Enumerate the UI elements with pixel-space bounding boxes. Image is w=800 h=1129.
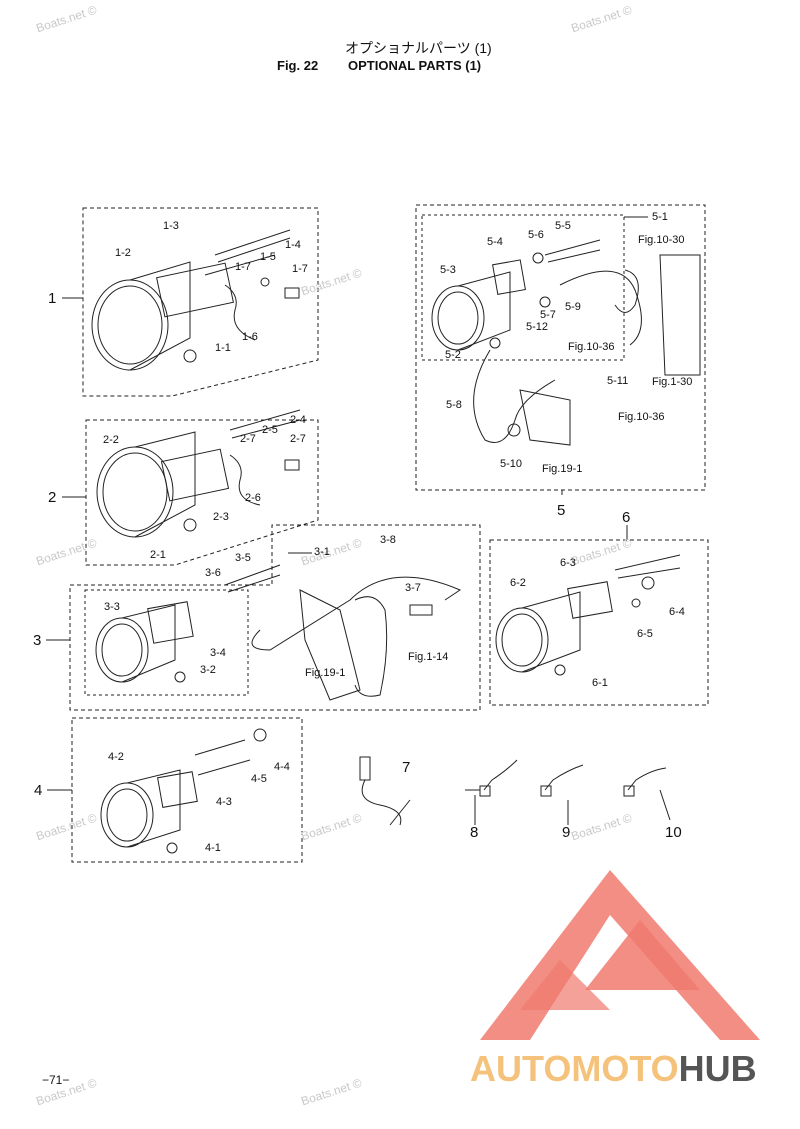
group-10-label: 10 [665, 824, 682, 841]
part-label: 1-3 [163, 220, 179, 232]
group-2-label: 2 [48, 489, 57, 506]
part-label: 5-11 [607, 375, 629, 387]
part-label: 3-2 [200, 664, 216, 676]
part-label: 6-4 [669, 606, 685, 618]
part-label: 2-3 [213, 511, 229, 523]
group-4-label: 4 [34, 782, 43, 799]
title-japanese: オプショナルパーツ (1) [345, 40, 492, 56]
part-label: 3-7 [405, 582, 421, 594]
part-label: Fig.1-14 [408, 651, 449, 663]
group-5-label: 5 [557, 502, 566, 519]
part-label: 6-3 [560, 557, 576, 569]
gauge-1 [91, 229, 300, 371]
part-label: 2-6 [245, 492, 261, 504]
gauge-6 [495, 554, 681, 676]
small-parts [359, 756, 667, 826]
part-label: 5-2 [445, 349, 461, 361]
part-label: 5-4 [487, 236, 503, 248]
part-label: 4-3 [216, 796, 232, 808]
part-label: Fig.10-36 [568, 341, 615, 353]
page-title: OPTIONAL PARTS (1) [348, 58, 482, 73]
part-label: 5-10 [500, 458, 523, 470]
part-label: 6-5 [637, 628, 653, 640]
part-label: 2-7 [290, 433, 306, 445]
part-label: 6-2 [510, 577, 526, 589]
part-label: 6-1 [592, 677, 608, 689]
part-label: Fig.10-36 [618, 411, 665, 423]
figure-number: Fig. 22 [277, 58, 319, 73]
part-label: 3-3 [104, 601, 120, 613]
part-label: 5-7 [540, 309, 556, 321]
part-label: 3-1 [314, 546, 330, 558]
brand-part-1: AUTOMOTO [470, 1048, 679, 1089]
gauge-5 [431, 239, 701, 446]
part-label: 1-7 [235, 261, 251, 273]
part-label: 4-5 [251, 773, 267, 785]
part-label: 5-1 [652, 211, 668, 223]
part-label: 5-6 [528, 229, 544, 241]
part-label: 1-1 [215, 342, 231, 354]
gauge-4 [100, 728, 267, 854]
part-label: 1-5 [260, 251, 276, 263]
part-label: 1-2 [115, 247, 131, 259]
part-label: 1-4 [285, 239, 301, 251]
part-label: 3-8 [380, 534, 396, 546]
leader-lines [46, 216, 671, 825]
part-label: 1-6 [242, 331, 258, 343]
page-number: −71− [42, 1073, 70, 1087]
part-label: Fig.1-30 [652, 376, 693, 388]
part-label: 3-4 [210, 647, 226, 659]
part-label: 2-5 [262, 424, 278, 436]
part-label: 4-4 [274, 761, 290, 773]
gauge-2 [96, 409, 301, 538]
part-label: Fig.19-1 [305, 667, 346, 679]
group-boxes [69, 204, 709, 863]
group-8-label: 8 [470, 824, 479, 841]
part-label: 5-5 [555, 220, 571, 232]
part-label: 5-8 [446, 399, 462, 411]
part-label: 2-4 [290, 414, 306, 426]
part-label: 3-6 [205, 567, 221, 579]
group-1-label: 1 [48, 290, 57, 307]
brand-name: AUTOMOTOHUB [470, 1048, 757, 1090]
part-label: 5-9 [565, 301, 581, 313]
group-3-label: 3 [33, 632, 42, 649]
part-label: 5-12 [526, 321, 549, 333]
part-label: 3-5 [235, 552, 251, 564]
part-label: Fig.19-1 [542, 463, 583, 475]
part-label: Fig.10-30 [638, 234, 685, 246]
gauge-3 [95, 564, 462, 701]
part-label: 4-2 [108, 751, 124, 763]
part-label: 1-7 [292, 263, 308, 275]
part-label: 4-1 [205, 842, 221, 854]
part-label: 5-3 [440, 264, 456, 276]
brand-part-2: HUB [678, 1048, 757, 1089]
group-7-label: 7 [402, 759, 411, 776]
part-label: 2-7 [240, 433, 256, 445]
part-label: 2-2 [103, 434, 119, 446]
part-label: 2-1 [150, 549, 166, 561]
group-9-label: 9 [562, 824, 571, 841]
group-6-label: 6 [622, 509, 631, 526]
brand-logo [480, 870, 760, 1040]
